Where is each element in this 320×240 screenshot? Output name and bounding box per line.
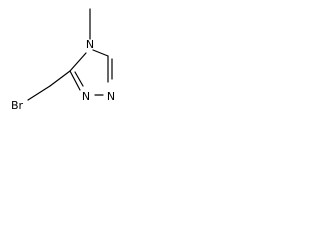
- molecule-drawing: Br N N N: [11, 8, 115, 112]
- bond-n1-c5: [69, 70, 81, 91]
- atom-n4-label: N: [86, 38, 94, 51]
- bond-ch2-c5: [49, 70, 71, 87]
- bond-n1-c5-double: [74, 71, 84, 87]
- atom-br-label: Br: [11, 99, 24, 112]
- bond-br-ch2: [27, 85, 51, 101]
- bond-c5-n4: [69, 52, 87, 72]
- atom-n1-label: N: [82, 90, 90, 103]
- structure-canvas: Br N N N: [0, 0, 144, 116]
- atom-n2-label: N: [107, 90, 115, 103]
- bond-n4-c3: [92, 49, 109, 57]
